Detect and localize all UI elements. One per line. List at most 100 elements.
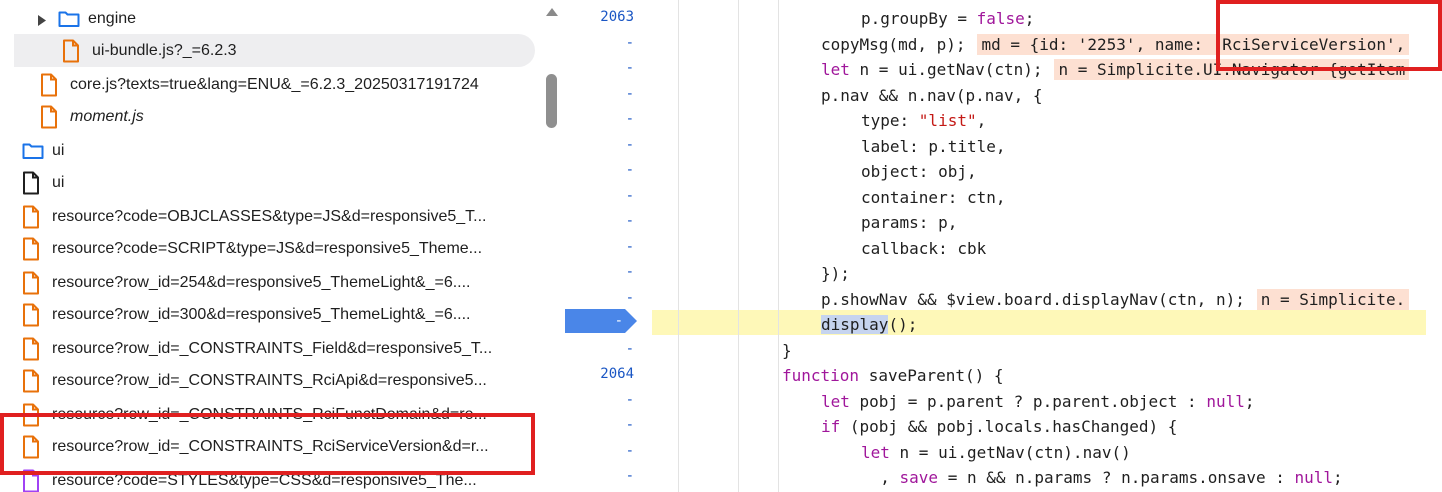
line-number[interactable]: - — [625, 111, 634, 127]
code-token: } — [782, 340, 792, 360]
line-number[interactable]: - — [625, 289, 634, 306]
code-line[interactable]: copyMsg(md, p); — [821, 32, 966, 57]
inline-value-hint[interactable]: n = Simplicite.UI.Navigator {getItem — [1054, 59, 1410, 80]
line-number[interactable]: - — [625, 34, 634, 51]
tree-item-label: resource?row_id=_CONSTRAINTS_RciServiceV… — [52, 437, 489, 455]
code-line[interactable]: let pobj = p.parent ? p.parent.object : … — [821, 389, 1255, 414]
code-line[interactable]: p.showNav && $view.board.displayNav(ctn,… — [821, 287, 1245, 312]
tree-item[interactable]: resource?row_id=254&d=responsive5_ThemeL… — [0, 266, 540, 299]
line-number[interactable]: - — [625, 417, 634, 433]
line-number[interactable]: - — [625, 187, 634, 204]
line-number[interactable]: - — [625, 468, 634, 484]
code-line[interactable]: p.groupBy = false; — [861, 6, 1034, 31]
code-line[interactable]: callback: cbk — [861, 236, 986, 261]
code-token: p.groupBy = — [861, 9, 977, 28]
code-token: (); — [888, 315, 918, 334]
scroll-thumb[interactable] — [546, 74, 557, 128]
tree-item[interactable]: resource?code=STYLES&type=CSS&d=responsi… — [0, 464, 540, 492]
code-token: "list" — [918, 111, 977, 130]
code-line[interactable]: }); — [821, 261, 850, 286]
line-number[interactable]: - — [625, 136, 634, 153]
tree-item[interactable]: core.js?texts=true&lang=ENU&_=6.2.3_2025… — [0, 68, 540, 101]
code-line[interactable]: label: p.title, — [861, 134, 1006, 159]
file-js-icon — [40, 105, 62, 129]
code-token: save — [899, 468, 939, 487]
code-line[interactable]: display(); — [821, 312, 917, 337]
tree-item-label: moment.js — [70, 107, 144, 125]
paused-line-highlight — [652, 310, 1426, 335]
code-line[interactable]: type: "list", — [861, 108, 986, 133]
code-token: pobj = p.parent ? p.parent.object : — [849, 391, 1207, 411]
tree-item[interactable]: resource?row_id=300&d=responsive5_ThemeL… — [0, 298, 540, 331]
line-number[interactable]: - — [625, 60, 634, 76]
line-number[interactable]: - — [625, 442, 634, 459]
code-token: type: — [861, 111, 919, 130]
tree-item[interactable]: resource?row_id=_CONSTRAINTS_Field&d=res… — [0, 332, 540, 365]
file-tree-scrollbar[interactable] — [540, 0, 564, 492]
line-number[interactable]: - — [625, 85, 634, 102]
tree-item-label: ui — [52, 173, 65, 191]
code-token: function — [782, 366, 860, 385]
code-token: = n && n.params ? n.params.onsave : — [938, 468, 1295, 487]
tree-item[interactable]: resource?code=OBJCLASSES&type=JS&d=respo… — [0, 200, 540, 233]
code-line[interactable]: } — [782, 338, 792, 363]
code-line[interactable]: let n = ui.getNav(ctn).nav() — [861, 440, 1131, 465]
code-token: let — [861, 442, 890, 462]
file-js-icon — [22, 205, 44, 229]
line-number[interactable]: - — [625, 391, 634, 408]
code-token: false — [976, 9, 1025, 28]
code-line[interactable]: function saveParent() { — [782, 363, 1004, 388]
inline-value-hint[interactable]: n = Simplicite. — [1256, 288, 1410, 310]
tree-item[interactable]: ui-bundle.js?_=6.2.3 — [14, 34, 535, 67]
code-line[interactable]: object: obj, — [861, 159, 977, 184]
tree-item[interactable]: ui — [0, 134, 540, 167]
tree-item[interactable]: resource?row_id=_CONSTRAINTS_RciApi&d=re… — [0, 364, 540, 397]
line-number[interactable]: - — [625, 213, 634, 229]
file-tree: engine ui-bundle.js?_=6.2.3 core.js?texts=… — [0, 0, 540, 492]
code-token: , — [861, 468, 900, 487]
tree-item[interactable]: ui — [0, 166, 540, 199]
tree-item[interactable]: resource?row_id=_CONSTRAINTS_RciServiceV… — [0, 430, 540, 463]
inline-value-hint[interactable]: md = {id: '2253', name: 'RciServiceVersi… — [977, 33, 1410, 55]
code-line[interactable]: if (pobj && pobj.locals.hasChanged) { — [821, 414, 1177, 439]
line-number[interactable]: 2064 — [600, 366, 634, 382]
line-number[interactable]: - — [625, 238, 634, 255]
file-js-icon — [22, 435, 44, 459]
code-token: null — [1294, 468, 1334, 487]
code-line[interactable]: p.nav && n.nav(p.nav, { — [821, 83, 1043, 108]
file-js-icon — [22, 237, 44, 261]
code-token: n = ui.getNav(ctn); — [849, 60, 1043, 79]
code-token: (pobj && pobj.locals.hasChanged) { — [840, 417, 1178, 436]
line-number[interactable]: - — [625, 264, 634, 280]
line-number[interactable]: - — [625, 162, 634, 178]
code-line[interactable]: , save = n && n.params ? n.params.onsave… — [861, 465, 1342, 490]
breakpoint-marker[interactable]: - — [565, 309, 637, 333]
line-number[interactable]: - — [625, 340, 634, 357]
tree-item[interactable]: engine — [0, 2, 540, 35]
tree-item-label: resource?code=OBJCLASSES&type=JS&d=respo… — [52, 207, 487, 225]
code-token: if — [821, 417, 841, 436]
file-js-icon — [22, 303, 44, 327]
code-line[interactable]: params: p, — [861, 210, 957, 235]
line-number[interactable]: 2063 — [600, 9, 634, 25]
folder-icon — [58, 7, 80, 31]
expand-arrow-icon[interactable] — [38, 13, 46, 31]
tree-item[interactable]: resource?code=SCRIPT&type=JS&d=responsiv… — [0, 232, 540, 265]
file-js-icon — [62, 39, 84, 63]
code-token: saveParent() { — [859, 366, 1004, 385]
code-token: params: p, — [861, 213, 958, 232]
tree-item-label: resource?row_id=_CONSTRAINTS_RciApi&d=re… — [52, 371, 487, 389]
code-token: ; — [1024, 9, 1035, 28]
code-line[interactable]: let n = ui.getNav(ctn); — [821, 57, 1043, 82]
tree-item[interactable]: moment.js — [0, 100, 540, 133]
scroll-up-arrow-icon[interactable] — [546, 8, 558, 16]
tree-item-label: ui-bundle.js?_=6.2.3 — [92, 41, 237, 59]
code-editor[interactable]: 2063 p.groupBy = false; - copyMsg(md, p); md… — [564, 0, 1442, 492]
indent-guide — [678, 0, 679, 492]
code-token: p.showNav && $view.board.displayNav(ctn,… — [821, 289, 1245, 309]
folder-icon — [22, 139, 44, 163]
line-number: - — [614, 313, 623, 329]
tree-item-label: core.js?texts=true&lang=ENU&_=6.2.3_2025… — [70, 75, 479, 93]
code-line[interactable]: container: ctn, — [861, 185, 1006, 210]
tree-item[interactable]: resource?row_id=_CONSTRAINTS_RciFunctDom… — [0, 398, 540, 431]
